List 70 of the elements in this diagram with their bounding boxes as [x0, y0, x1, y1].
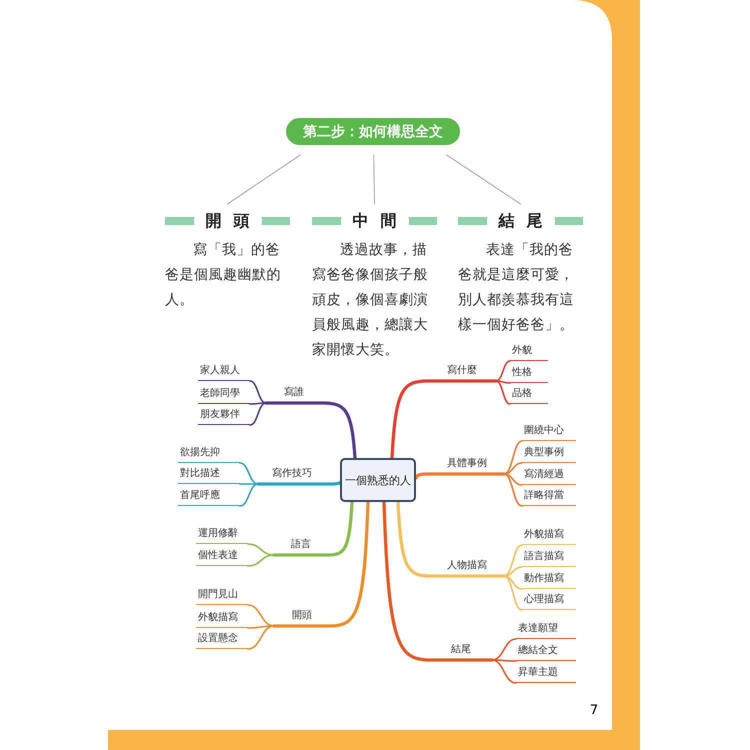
branch-label: 寫作技巧 [258, 466, 326, 484]
connector-line [446, 154, 521, 204]
connector-line [239, 483, 259, 485]
leaf-label: 外貌描寫 [522, 527, 576, 545]
leaf-label: 運用修辭 [196, 526, 248, 544]
connector-line [495, 380, 511, 384]
leaf-label: 外貌描寫 [196, 610, 248, 628]
leaf-label: 家人親人 [198, 363, 250, 381]
leaf-label: 動作描寫 [522, 571, 576, 589]
connector-line [239, 483, 259, 507]
leaf-label: 昇華主題 [516, 665, 576, 683]
leaf-label: 性格 [510, 365, 548, 383]
branch-label: 寫誰 [266, 385, 322, 403]
body-text: 透過故事，描寫爸爸像個孩子般頑皮，像個喜劇演員般風趣，總讓大家開懷大笑。 [312, 241, 429, 360]
leaf-label: 詳略得當 [522, 488, 576, 506]
connector-line [249, 402, 267, 426]
branch-label: 人物描寫 [430, 558, 504, 576]
leaf-label: 欲揚先抑 [178, 445, 240, 463]
leaf-label: 老師同學 [198, 386, 250, 404]
leaf-label: 心理描寫 [522, 592, 576, 610]
connector-line [249, 380, 267, 404]
connector-line [503, 440, 523, 475]
branch-label: 寫什麼 [428, 363, 496, 381]
leaf-label: 個性表達 [196, 548, 248, 566]
connector-line [503, 575, 523, 611]
connector-line [414, 472, 506, 480]
connector-line [491, 659, 517, 684]
connector-line [247, 554, 275, 567]
connector-line [247, 543, 275, 556]
connector-line [503, 473, 523, 507]
leaf-label: 典型事例 [522, 445, 576, 463]
leaf-label: 總結全文 [516, 643, 576, 661]
leaf-label: 語言描寫 [522, 549, 576, 567]
connector-line [390, 379, 498, 460]
leaf-label: 首尾呼應 [178, 488, 240, 506]
leaf-label: 外貌 [510, 343, 548, 361]
connector-line [495, 380, 511, 405]
body-text: 寫「我」的爸爸是個風趣幽默的人。 [165, 241, 282, 310]
connector-line [503, 544, 523, 577]
connector-line [247, 625, 275, 629]
branch-label: 具體事例 [430, 456, 504, 474]
branch-label: 結尾 [430, 642, 492, 660]
connector-line [272, 500, 354, 557]
leaf-label: 對比描述 [178, 466, 240, 484]
leaf-label: 設置懸念 [196, 631, 248, 649]
leaf-label: 品格 [510, 386, 548, 404]
connector-line [373, 154, 375, 204]
central-topic-box: 一個熟悉的人 [340, 458, 416, 502]
connector-line [239, 462, 259, 485]
connector-line [396, 500, 506, 578]
branch-label: 開頭 [274, 608, 330, 626]
connector-line [264, 401, 357, 460]
leaf-label: 朋友夥伴 [198, 407, 250, 425]
connector-line [503, 575, 523, 590]
connector-line [503, 566, 523, 577]
connector-line [272, 500, 370, 628]
branch-label: 語言 [274, 537, 328, 555]
leaf-label: 表達願望 [516, 621, 576, 639]
title-pill: 第二步：如何構思全文 [286, 118, 460, 145]
page-number: 7 [588, 703, 600, 720]
connector-line [247, 604, 275, 627]
connector-line [382, 500, 494, 662]
leaf-label: 寫清經過 [522, 467, 576, 485]
connector-line [227, 154, 301, 204]
leaf-label: 開門見山 [196, 587, 248, 605]
body-text: 表達「我的爸爸就是這麼可愛，別人都羨慕我有這樣一個好爸爸」。 [458, 241, 575, 335]
leaf-label: 圍繞中心 [522, 423, 576, 441]
connector-line [491, 659, 517, 662]
connector-line [495, 360, 511, 382]
connector-line [247, 625, 275, 650]
